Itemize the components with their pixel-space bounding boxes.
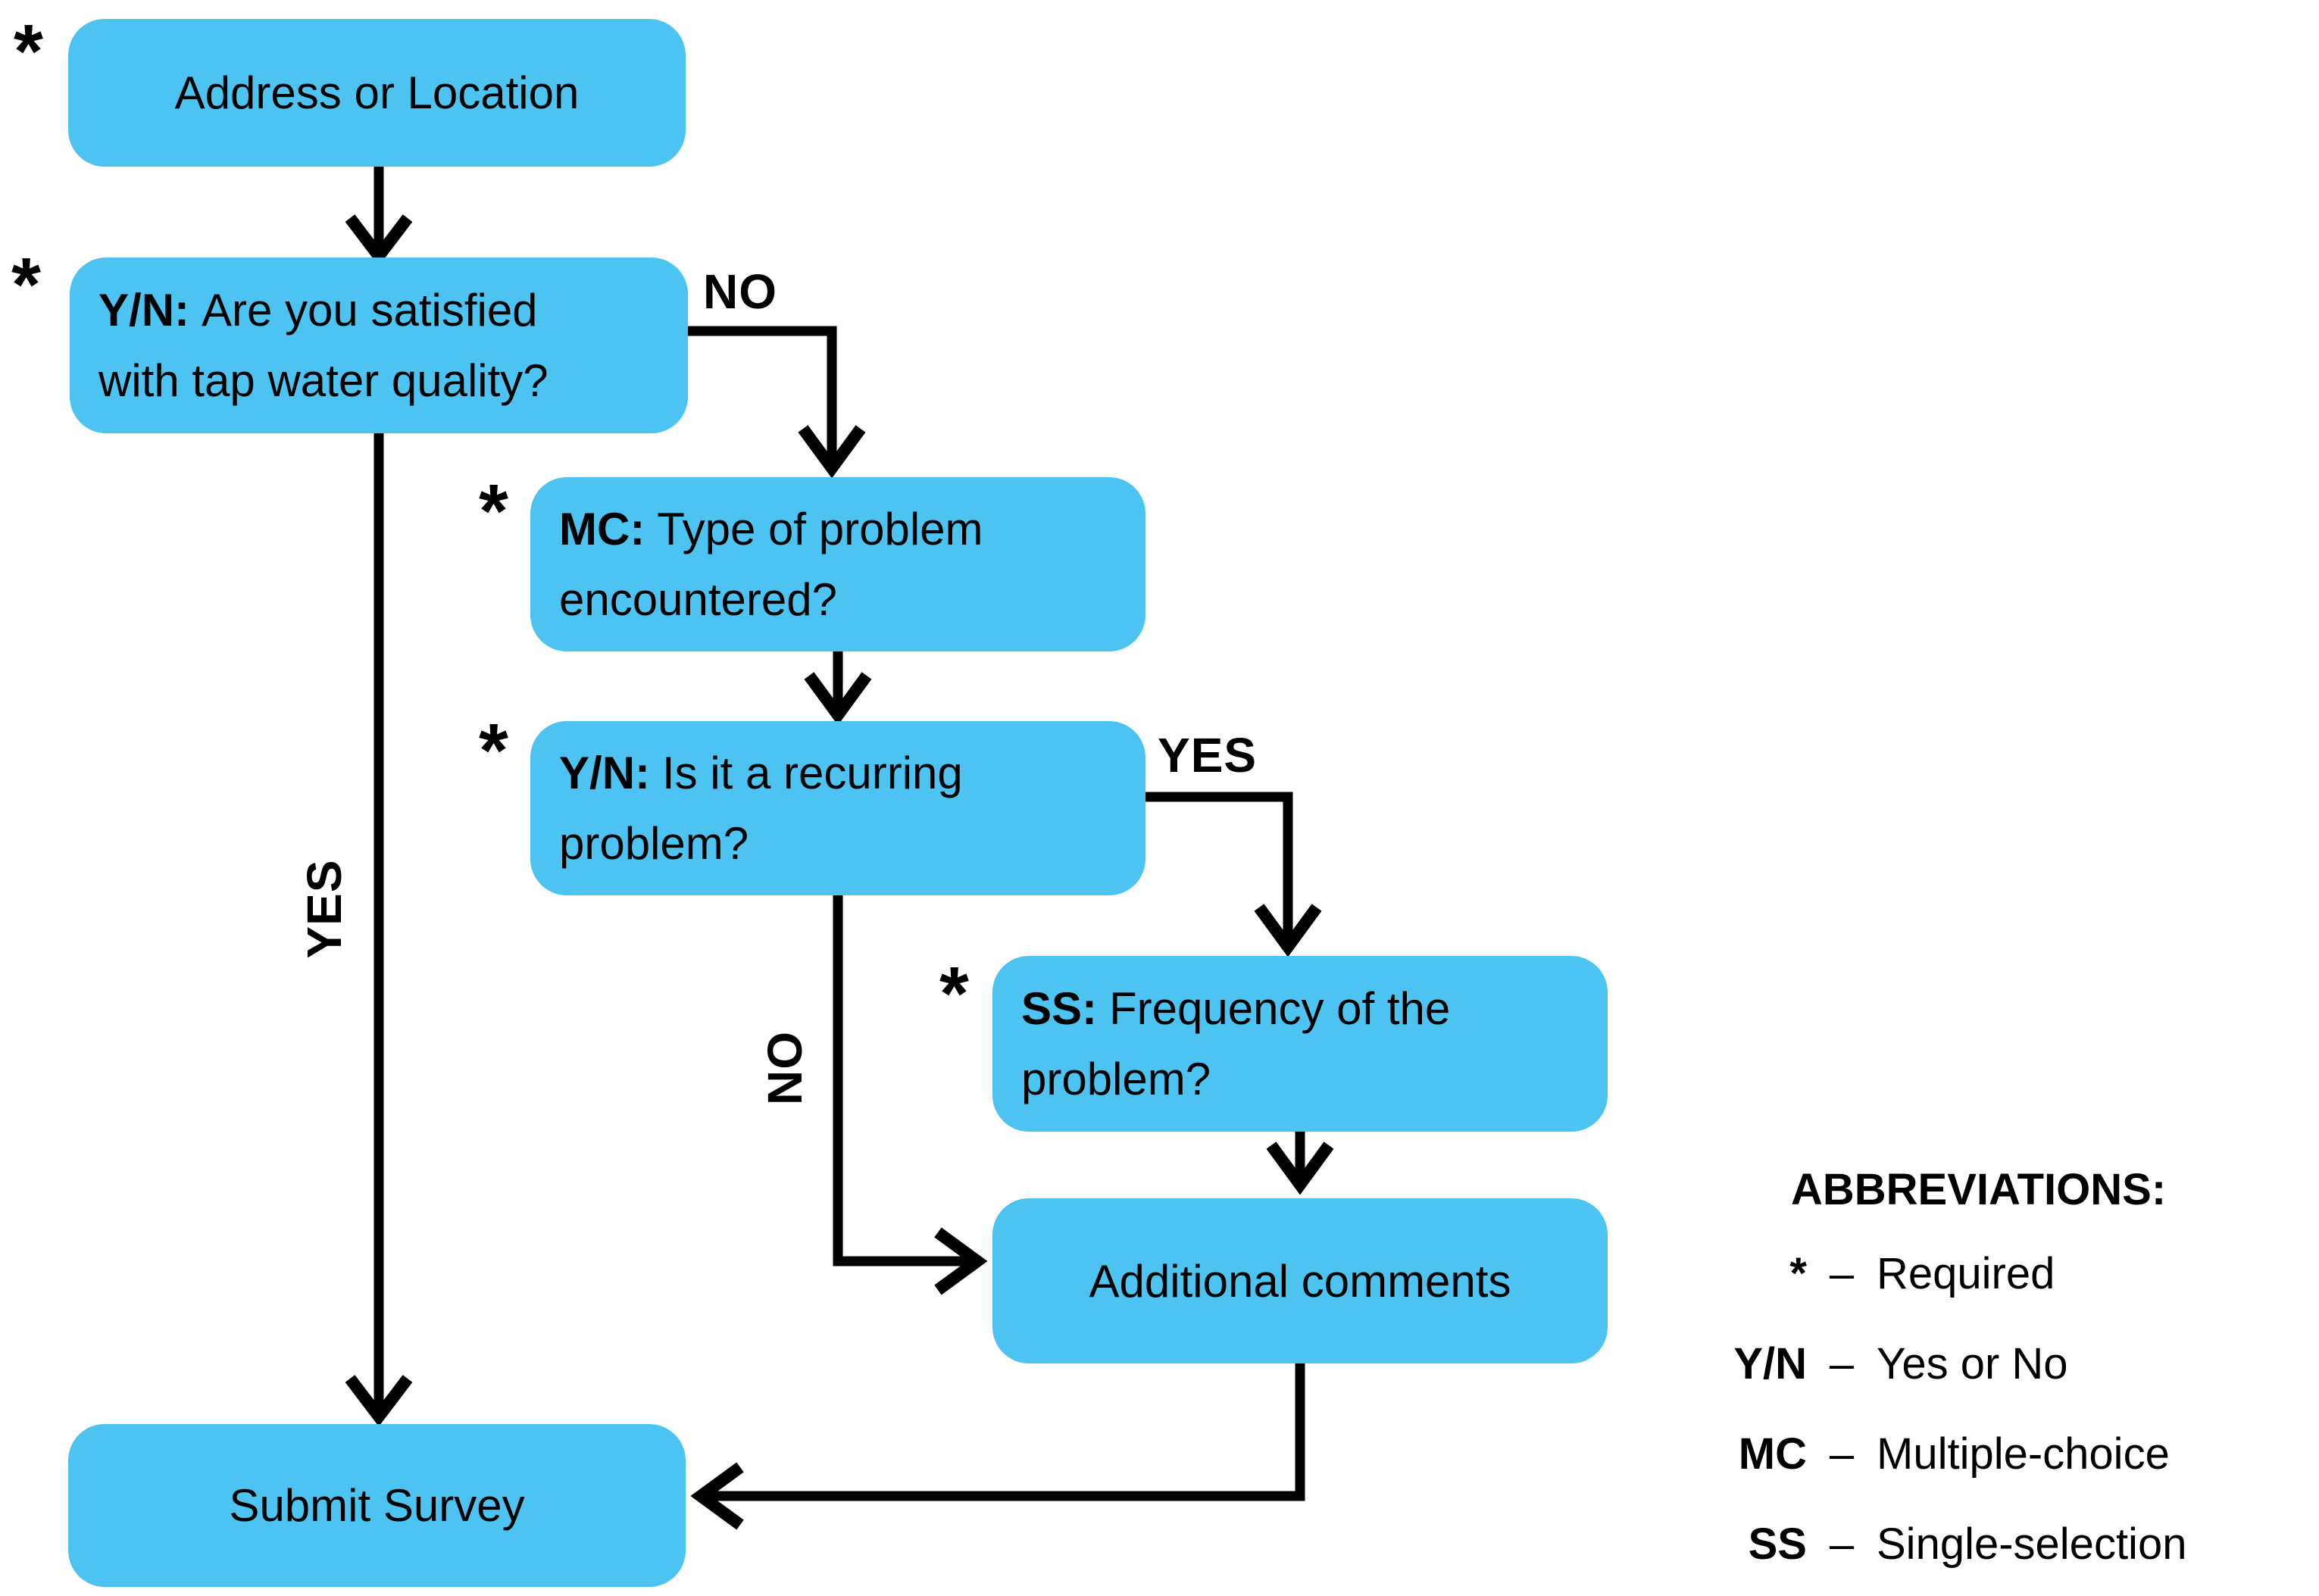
edge-label-no-recurring: NO <box>758 1031 812 1105</box>
node-comments: Additional comments <box>992 1198 1608 1363</box>
node-satisfied-label: Y/N:Are you satisfied with tap water qua… <box>98 285 548 406</box>
node-comments-label: Additional comments <box>1089 1255 1511 1307</box>
edge-label-yes-satisfied: YES <box>297 859 352 959</box>
edge-label-yes-recurring: YES <box>1158 728 1258 782</box>
legend-dash: – <box>1829 1519 1855 1569</box>
node-recurring: Y/N:Is it a recurring problem? <box>530 721 1145 895</box>
required-marker-recurring: * <box>479 708 508 793</box>
edge-frequency-comments-arrowhead <box>1266 1142 1334 1195</box>
required-marker-satisfied: * <box>11 242 41 327</box>
edge-recurring-no-arrowhead <box>934 1227 988 1295</box>
legend-abbr: * <box>1789 1249 1807 1298</box>
edge-satisfied-no-line <box>686 326 837 464</box>
edge-comments-submit-line <box>704 1363 1305 1501</box>
abbreviations-legend: ABBREVIATIONS: * – Required Y/N – Yes or… <box>1705 1164 2186 1568</box>
edge-problemtype-recurring-arrowhead <box>804 672 872 726</box>
edge-recurring-no-line <box>833 894 974 1266</box>
node-submit: Submit Survey <box>68 1424 686 1587</box>
legend-meaning: Required <box>1877 1249 2055 1298</box>
edge-comments-submit-arrowhead <box>690 1462 744 1530</box>
node-problem-type-label: MC:Type of problem encountered? <box>559 504 983 625</box>
edge-label-no-satisfied: NO <box>703 264 777 319</box>
legend-dash: – <box>1829 1338 1855 1388</box>
node-frequency: SS:Frequency of the problem? <box>992 956 1608 1132</box>
node-frequency-prefix: SS: <box>1021 983 1098 1034</box>
legend-meaning: Multiple-choice <box>1877 1429 2170 1479</box>
node-recurring-label: Y/N:Is it a recurring problem? <box>559 748 963 869</box>
node-satisfied: Y/N:Are you satisfied with tap water qua… <box>70 258 688 433</box>
node-problem-type: MC:Type of problem encountered? <box>530 477 1145 651</box>
legend-meaning: Single-selection <box>1877 1519 2187 1569</box>
legend-abbr: Y/N <box>1733 1338 1807 1388</box>
edge-recurring-yes-arrowhead <box>1254 904 1322 957</box>
required-marker-address: * <box>14 9 43 94</box>
node-satisfied-prefix: Y/N: <box>98 285 189 336</box>
required-marker-problem-type: * <box>479 469 508 554</box>
legend-dash: – <box>1829 1429 1855 1479</box>
edge-recurring-yes-line <box>1145 792 1293 942</box>
legend-abbr: SS <box>1748 1519 1807 1569</box>
edge-address-satisfied-arrowhead <box>345 214 413 267</box>
node-submit-label: Submit Survey <box>229 1480 525 1531</box>
edge-satisfied-yes-arrowhead <box>345 1375 413 1427</box>
legend-title: ABBREVIATIONS: <box>1791 1165 2167 1214</box>
node-problem-type-prefix: MC: <box>559 504 645 554</box>
node-address: Address or Location <box>68 19 686 167</box>
required-marker-frequency: * <box>939 951 969 1036</box>
legend-grid: * – Required Y/N – Yes or No MC – Multip… <box>1705 1251 2186 1568</box>
node-frequency-label: SS:Frequency of the problem? <box>1021 983 1451 1104</box>
legend-abbr: MC <box>1738 1429 1807 1479</box>
legend-dash: – <box>1829 1249 1855 1298</box>
node-address-label: Address or Location <box>174 67 580 118</box>
legend-meaning: Yes or No <box>1877 1338 2068 1388</box>
node-recurring-prefix: Y/N: <box>559 748 650 798</box>
edge-satisfied-no-arrowhead <box>798 425 866 479</box>
